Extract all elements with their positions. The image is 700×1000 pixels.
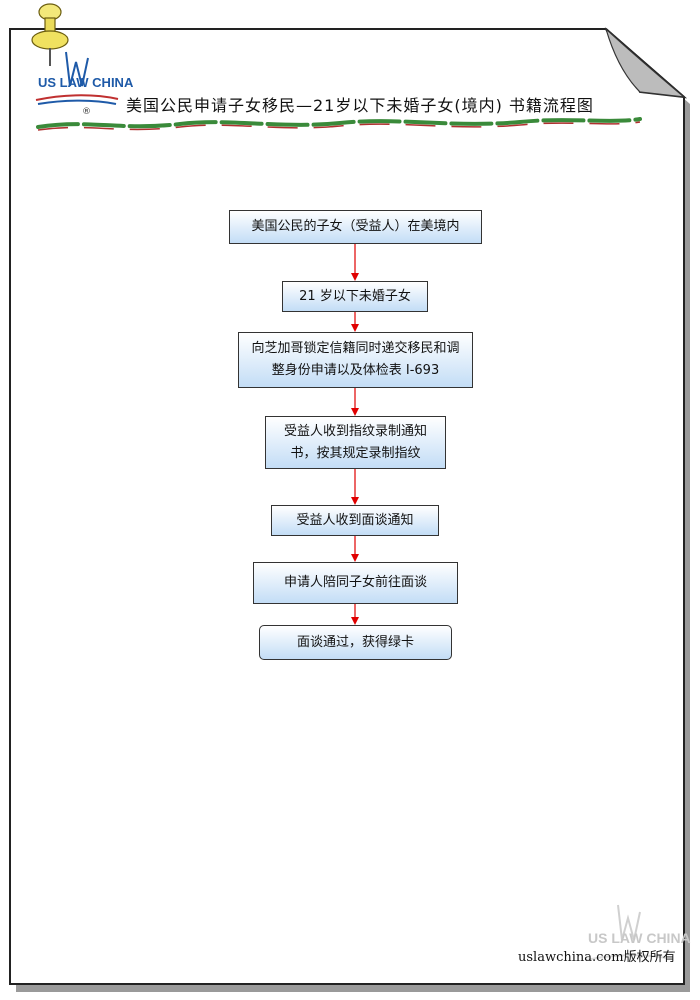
flow-arrowhead [351,324,359,332]
logo-swoosh [35,51,119,105]
page-curl-highlight [604,27,686,98]
flow-arrowhead [351,408,359,416]
flow-arrowhead [351,273,359,281]
flowchart-arrows [351,244,359,625]
flow-step-2: 21 岁以下未婚子女 [282,281,428,312]
registered-mark: ® [82,107,91,117]
flow-step-4: 受益人收到指纹录制通知书，按其规定录制指纹 [265,416,446,469]
watermark-logo [585,904,667,961]
flow-step-6: 申请人陪同子女前往面谈 [253,562,458,604]
flow-step-3: 向芝加哥锁定信籍同时递交移民和调整身份申请以及体检表 I-693 [238,332,473,388]
copyright-footer: uslawchina.com版权所有 [518,950,676,965]
watermark-text: US LAW CHINA [588,930,691,946]
header-divider [36,117,642,131]
flow-step-1: 美国公民的子女（受益人）在美境内 [229,210,482,244]
page-title: 美国公民申请子女移民—21岁以下未婚子女(境内) 书籍流程图 [126,96,594,115]
flow-arrowhead [351,617,359,625]
flow-arrowhead [351,554,359,562]
flow-step-5: 受益人收到面谈通知 [271,505,439,536]
flow-step-7: 面谈通过，获得绿卡 [259,625,452,660]
pushpin-icon [31,3,69,66]
logo-wordmark: US LAW CHINA [38,75,134,90]
flow-arrowhead [351,497,359,505]
